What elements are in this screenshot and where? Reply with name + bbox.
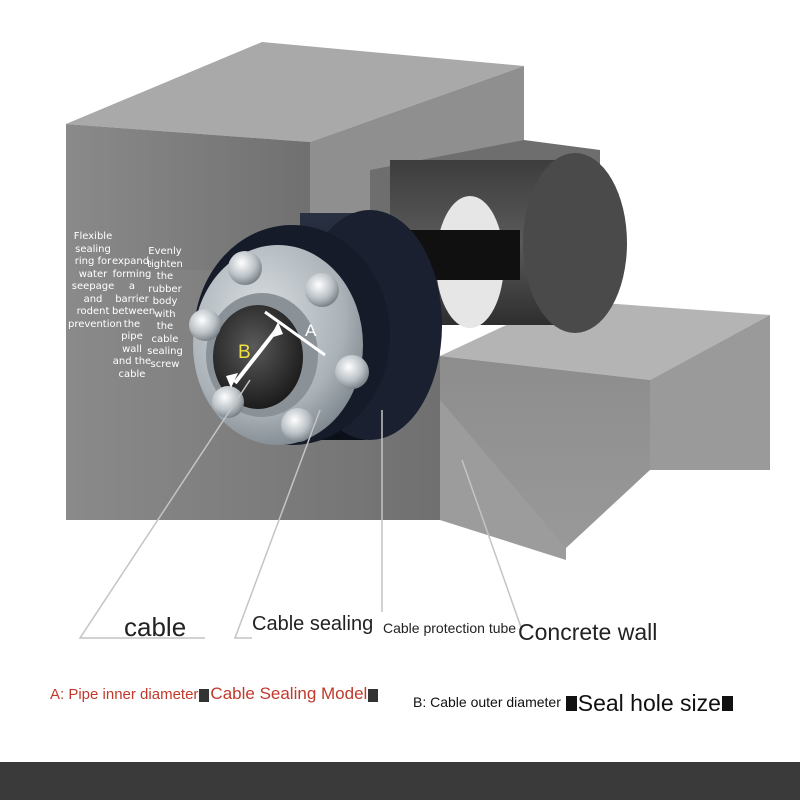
legend-b: B: Cable outer diameter Seal hole size bbox=[413, 686, 734, 716]
bolt-icon bbox=[305, 273, 339, 307]
missing-glyph-icon bbox=[199, 688, 210, 702]
leader-wall bbox=[461, 459, 523, 631]
label-cable-protection-tube: Cable protection tube bbox=[383, 620, 517, 636]
bolt-icon bbox=[212, 386, 244, 418]
dimension-b-arrowhead bbox=[226, 373, 238, 388]
missing-glyph-icon bbox=[565, 695, 577, 711]
leader-lines bbox=[78, 379, 523, 639]
dimension-b-label: B bbox=[238, 342, 251, 363]
bolt-icon bbox=[281, 408, 315, 442]
leader-cable-sealing bbox=[233, 409, 321, 639]
dimension-markers: A B bbox=[226, 310, 326, 388]
dimension-b-arrowhead bbox=[270, 322, 283, 338]
label-concrete-wall: Concrete wall bbox=[518, 619, 658, 645]
label-cable: cable bbox=[124, 612, 187, 642]
dimension-a-label: A bbox=[305, 321, 317, 340]
note-flexible-ring: Flexible sealing ring for water seepage … bbox=[68, 231, 122, 330]
dimension-a-line bbox=[264, 310, 326, 357]
wall-upper-front bbox=[66, 124, 310, 270]
missing-glyph-icon bbox=[721, 695, 733, 711]
note-tighten: Evenly tighten the rubber body with the … bbox=[147, 246, 183, 370]
bolt-icon bbox=[335, 355, 369, 389]
missing-glyph-icon bbox=[368, 688, 379, 702]
step-side-face bbox=[650, 315, 770, 470]
wall-top-face bbox=[66, 42, 524, 142]
legend-a-text: A: Pipe inner diameter bbox=[50, 686, 199, 703]
legend-b-strong: Seal hole size bbox=[577, 690, 721, 716]
legend-a-strong: Cable Sealing Model bbox=[210, 684, 368, 703]
bolt-icon bbox=[228, 251, 262, 285]
bottom-band bbox=[0, 762, 800, 800]
label-cable-sealing: Cable sealing bbox=[252, 613, 374, 635]
step-lower-face bbox=[440, 400, 566, 560]
bolt-icon bbox=[189, 309, 221, 341]
tube-mouth bbox=[523, 153, 627, 333]
note-expand: expand, forming a barrier between the pi… bbox=[112, 256, 156, 380]
leader-cable bbox=[78, 379, 251, 639]
legend-a: A: Pipe inner diameter Cable Sealing Mode… bbox=[50, 684, 379, 704]
sealing-screws bbox=[189, 251, 369, 442]
clamp-ring bbox=[193, 245, 363, 445]
legend-b-text: B: Cable outer diameter bbox=[413, 694, 565, 710]
